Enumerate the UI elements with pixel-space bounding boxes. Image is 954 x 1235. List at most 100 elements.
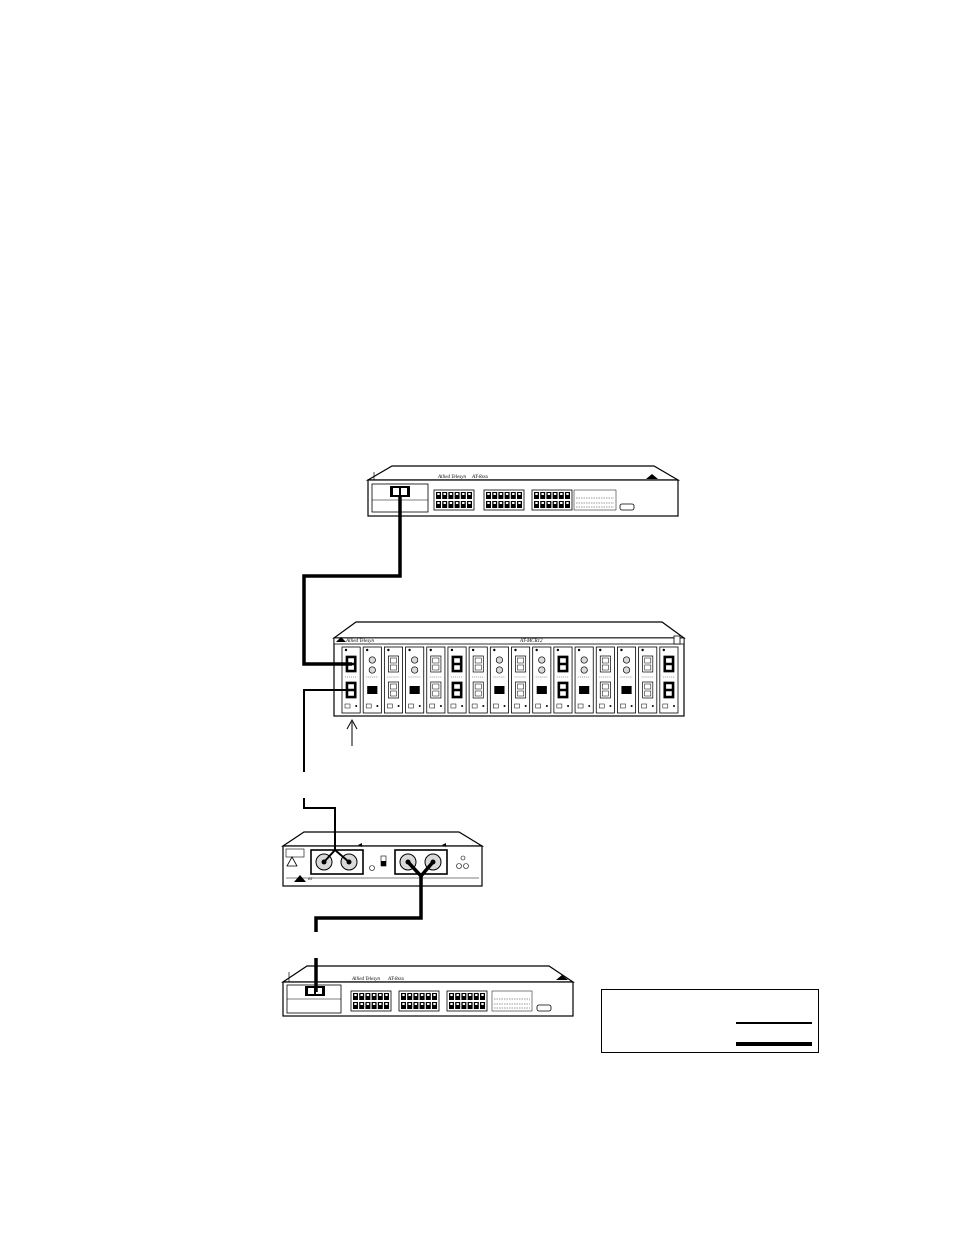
rj45-port[interactable] — [377, 1002, 383, 1009]
rj45-port[interactable] — [558, 492, 564, 499]
rj45-port[interactable] — [461, 1002, 467, 1009]
rj45-port[interactable] — [353, 1002, 358, 1009]
rj45-port[interactable] — [448, 492, 454, 499]
rj45-port[interactable] — [460, 501, 466, 508]
rj45-port[interactable] — [540, 501, 546, 508]
chassis-slot-9[interactable] — [511, 646, 531, 714]
rj45-port[interactable] — [473, 1002, 479, 1009]
chassis-slot-5[interactable] — [426, 646, 446, 714]
cable-legend — [601, 989, 819, 1053]
rj45-port[interactable] — [425, 993, 431, 1000]
rj45-port[interactable] — [442, 492, 448, 499]
rj45-port[interactable] — [558, 501, 564, 508]
rj45-port[interactable] — [365, 1002, 371, 1009]
rj45-port[interactable] — [371, 993, 377, 1000]
rj45-port[interactable] — [492, 501, 498, 508]
rj45-port[interactable] — [486, 492, 491, 499]
rj45-port[interactable] — [504, 492, 510, 499]
chassis-slot-16[interactable] — [659, 646, 679, 714]
rj45-port[interactable] — [492, 492, 498, 499]
rj45-port[interactable] — [467, 1002, 473, 1009]
chassis-slot-7[interactable] — [468, 646, 488, 714]
rj45-port[interactable] — [419, 993, 425, 1000]
rj45-port[interactable] — [552, 501, 558, 508]
rj45-port[interactable] — [517, 492, 522, 499]
rj45-port[interactable] — [473, 993, 479, 1000]
converter-led — [456, 863, 462, 869]
rj45-port[interactable] — [486, 501, 491, 508]
rj45-port[interactable] — [467, 492, 472, 499]
rj45-port[interactable] — [455, 993, 461, 1000]
rj45-port[interactable] — [448, 501, 454, 508]
rj45-port[interactable] — [504, 501, 510, 508]
rj45-port[interactable] — [425, 1002, 431, 1009]
rj45-port[interactable] — [353, 993, 358, 1000]
rj45-port[interactable] — [546, 501, 552, 508]
top-switch-ports-block-1 — [433, 489, 475, 511]
rj45-port[interactable] — [455, 1002, 461, 1009]
chassis-slot-14[interactable] — [617, 646, 637, 714]
rj45-port[interactable] — [454, 492, 460, 499]
rj45-port[interactable] — [401, 993, 406, 1000]
rj45-port[interactable] — [432, 1002, 437, 1009]
bottom-switch-logo-icon — [556, 975, 568, 980]
rj45-port[interactable] — [534, 501, 539, 508]
chassis-logo-icon — [336, 637, 346, 642]
bottom-switch-ports-block-2 — [398, 990, 440, 1012]
rj45-port[interactable] — [467, 993, 473, 1000]
rj45-port[interactable] — [461, 993, 467, 1000]
rj45-port[interactable] — [365, 993, 371, 1000]
rj45-port[interactable] — [359, 1002, 365, 1009]
chassis-slot-2[interactable] — [362, 646, 382, 714]
rj45-port[interactable] — [449, 1002, 454, 1009]
rj45-port[interactable] — [480, 993, 485, 1000]
top-switch-uplink-port[interactable] — [390, 486, 410, 497]
rj45-port[interactable] — [432, 993, 437, 1000]
rj45-port[interactable] — [442, 501, 448, 508]
rj45-port[interactable] — [419, 1002, 425, 1009]
rj45-port[interactable] — [371, 1002, 377, 1009]
rj45-port[interactable] — [384, 1002, 389, 1009]
rj45-port[interactable] — [510, 492, 516, 499]
chassis-slot-8[interactable] — [489, 646, 509, 714]
rj45-port[interactable] — [436, 492, 441, 499]
rj45-port[interactable] — [384, 993, 389, 1000]
top-switch: Allied Telesyn AT-8xxx — [365, 465, 681, 517]
chassis-slot-15[interactable] — [638, 646, 658, 714]
rj45-port[interactable] — [510, 501, 516, 508]
chassis-slot-10[interactable] — [532, 646, 552, 714]
rj45-port[interactable] — [449, 993, 454, 1000]
chassis-slot-3[interactable] — [383, 646, 403, 714]
top-switch-console-port[interactable] — [619, 503, 635, 511]
chassis-slot-4[interactable] — [405, 646, 425, 714]
rj45-port[interactable] — [359, 993, 365, 1000]
rj45-port[interactable] — [552, 492, 558, 499]
chassis-slot-6[interactable] — [447, 646, 467, 714]
chassis-slot-11[interactable] — [553, 646, 573, 714]
rj45-port[interactable] — [407, 993, 413, 1000]
rj45-port[interactable] — [546, 492, 552, 499]
rj45-port[interactable] — [467, 501, 472, 508]
chassis-slot-1[interactable] — [341, 646, 361, 714]
rj45-port[interactable] — [498, 501, 504, 508]
bottom-switch-ports-block-1 — [350, 990, 392, 1012]
bottom-switch-console-port[interactable] — [536, 1004, 552, 1012]
rj45-port[interactable] — [460, 492, 466, 499]
rj45-port[interactable] — [540, 492, 546, 499]
chassis-power-switch[interactable] — [673, 635, 681, 645]
rj45-port[interactable] — [436, 501, 441, 508]
rj45-port[interactable] — [413, 1002, 419, 1009]
chassis-slot-13[interactable] — [595, 646, 615, 714]
rj45-port[interactable] — [480, 1002, 485, 1009]
rj45-port[interactable] — [565, 501, 570, 508]
rj45-port[interactable] — [377, 993, 383, 1000]
rj45-port[interactable] — [413, 993, 419, 1000]
rj45-port[interactable] — [401, 1002, 406, 1009]
rj45-port[interactable] — [565, 492, 570, 499]
chassis-slot-12[interactable] — [574, 646, 594, 714]
rj45-port[interactable] — [534, 492, 539, 499]
rj45-port[interactable] — [517, 501, 522, 508]
rj45-port[interactable] — [498, 492, 504, 499]
rj45-port[interactable] — [454, 501, 460, 508]
rj45-port[interactable] — [407, 1002, 413, 1009]
